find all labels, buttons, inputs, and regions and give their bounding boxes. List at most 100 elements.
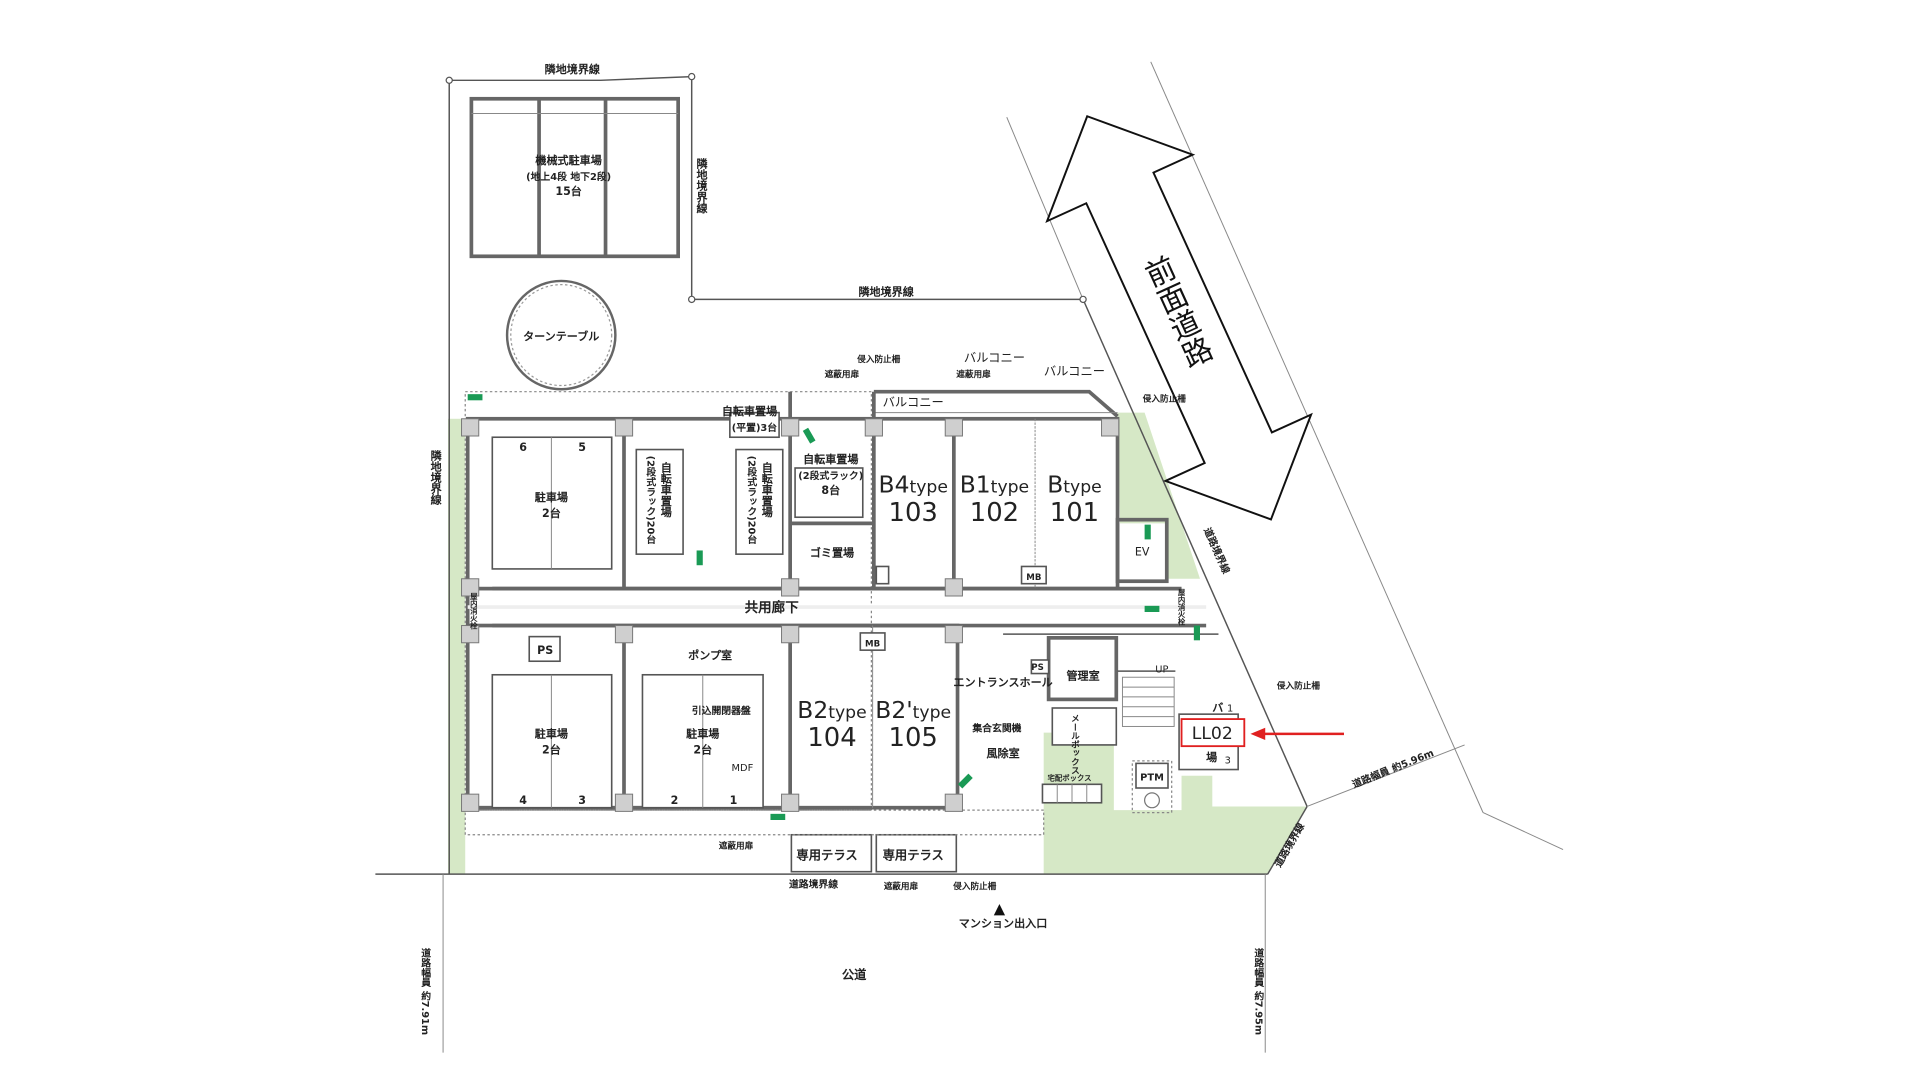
unit-101: Btype 101 [1047,471,1102,528]
svg-text:遮蔽用扉: 遮蔽用扉 [825,368,860,380]
svg-text:3: 3 [578,794,586,807]
svg-text:侵入防止柵: 侵入防止柵 [952,880,996,892]
svg-text:バルコニー: バルコニー [883,395,944,409]
svg-text:4: 4 [519,794,527,807]
green-area-bottom-right [1043,732,1308,875]
svg-text:(地上4段 地下2段): (地上4段 地下2段) [526,170,611,183]
svg-text:ポンプ室: ポンプ室 [688,648,732,662]
svg-text:侵入防止柵: 侵入防止柵 [1142,393,1186,405]
green-area-right [1117,412,1200,579]
site-boundaries [375,61,1564,1053]
svg-text:自転車置場: 自転車置場 [659,461,672,518]
svg-text:専用テラス: 専用テラス [883,847,944,862]
svg-text:バ: バ [1212,702,1223,715]
svg-text:PS: PS [1031,663,1044,673]
mechanical-parking: 機械式駐車場 (地上4段 地下2段) 15台 [469,96,680,259]
svg-text:公道: 公道 [842,967,867,982]
svg-text:侵入防止柵: 侵入防止柵 [1276,679,1320,691]
svg-text:101: 101 [1050,498,1099,528]
svg-text:遮蔽用扉: 遮蔽用扉 [956,368,991,380]
svg-text:B2'type: B2'type [875,696,951,724]
svg-text:自転車置場: 自転車置場 [760,461,773,518]
svg-text:MB: MB [1026,573,1041,583]
svg-text:▲: ▲ [994,901,1006,918]
svg-text:8台: 8台 [821,483,840,497]
svg-text:15台: 15台 [555,184,581,198]
svg-text:LL02: LL02 [1192,724,1233,744]
svg-text:道路境界線: 道路境界線 [1201,525,1233,575]
svg-text:B1type: B1type [960,471,1029,499]
svg-text:ゴミ置場: ゴミ置場 [810,546,854,560]
svg-text:2台: 2台 [693,743,712,757]
unit-105: B2'type 105 [875,696,951,753]
svg-text:屋内消火栓: 屋内消火栓 [469,592,478,631]
green-strip-left [448,418,466,875]
svg-text:3: 3 [1225,755,1231,766]
svg-text:バルコニー: バルコニー [964,351,1025,365]
svg-text:102: 102 [970,498,1019,528]
svg-text:引込開閉器盤: 引込開閉器盤 [692,704,751,717]
svg-text:(2段式ラック)20台: (2段式ラック)20台 [644,456,656,545]
svg-text:(2段式ラック): (2段式ラック) [798,469,863,482]
svg-text:道路幅員 約7.95m: 道路幅員 約7.95m [1252,947,1265,1035]
svg-text:自転車置場: 自転車置場 [803,452,858,466]
svg-text:駐車場: 駐車場 [535,727,568,741]
svg-text:ターンテーブル: ターンテーブル [523,329,599,343]
svg-text:1: 1 [1227,704,1233,715]
svg-text:駐車場: 駐車場 [686,727,719,741]
svg-text:EV: EV [1135,545,1150,558]
svg-text:機械式駐車場: 機械式駐車場 [535,153,601,167]
svg-text:(平置)3台: (平置)3台 [732,421,777,434]
svg-text:屋内消火栓: 屋内消火栓 [1177,588,1186,627]
building [461,389,1239,873]
svg-text:管理室: 管理室 [1066,669,1099,683]
svg-text:PS: PS [537,644,553,657]
label-mid-boundary: 隣地境界線 [858,285,914,299]
svg-text:104: 104 [807,723,856,753]
svg-text:駐車場: 駐車場 [535,490,568,504]
svg-text:B4type: B4type [879,471,948,499]
svg-text:自転車置場: 自転車置場 [722,404,777,418]
svg-text:宅配ボックス: 宅配ボックス [1048,774,1092,783]
red-arrow-icon [1250,727,1344,740]
svg-text:道路境界線: 道路境界線 [789,878,838,891]
svg-text:Btype: Btype [1047,471,1102,499]
label-right-upper-boundary: 隣地境界線 [695,157,708,214]
svg-text:侵入防止柵: 侵入防止柵 [856,353,900,365]
svg-text:遮蔽用扉: 遮蔽用扉 [884,880,919,892]
turntable: ターンテーブル [505,279,617,391]
svg-text:6: 6 [519,441,527,454]
svg-text:マンション出入口: マンション出入口 [959,916,1048,930]
svg-text:(2段式ラック)20台: (2段式ラック)20台 [745,456,757,545]
svg-text:103: 103 [889,498,938,528]
stairs [1121,676,1175,727]
svg-text:1: 1 [730,794,738,807]
svg-text:風除室: 風除室 [986,746,1019,760]
svg-text:道路幅員 約5.96m: 道路幅員 約5.96m [1350,746,1436,791]
svg-text:5: 5 [578,441,586,454]
svg-text:場: 場 [1206,750,1217,764]
svg-text:遮蔽用扉: 遮蔽用扉 [719,839,754,851]
svg-text:PTM: PTM [1140,773,1164,784]
svg-text:B2type: B2type [797,696,866,724]
svg-text:2台: 2台 [542,506,561,520]
annotation-ll02: LL02 [1180,718,1246,748]
svg-text:メールボックス: メールボックス [1069,714,1079,774]
svg-text:UP: UP [1155,664,1168,675]
svg-text:集合玄関機: 集合玄関機 [971,721,1021,734]
svg-text:エントランスホール: エントランスホール [953,676,1052,689]
unit-104: B2type 104 [797,696,866,753]
svg-text:2台: 2台 [542,743,561,757]
svg-text:2: 2 [671,794,679,807]
unit-103: B4type 103 [879,471,948,528]
svg-text:105: 105 [889,723,938,753]
svg-text:道路幅員 約7.91m: 道路幅員 約7.91m [419,947,432,1035]
svg-text:共用廊下: 共用廊下 [745,599,800,616]
svg-text:バルコニー: バルコニー [1044,365,1105,379]
svg-text:MDF: MDF [732,763,754,774]
label-top-boundary: 隣地境界線 [545,62,601,76]
unit-102: B1type 102 [960,471,1029,528]
svg-text:専用テラス: 専用テラス [796,847,857,862]
label-left-boundary: 隣地境界線 [429,448,442,505]
